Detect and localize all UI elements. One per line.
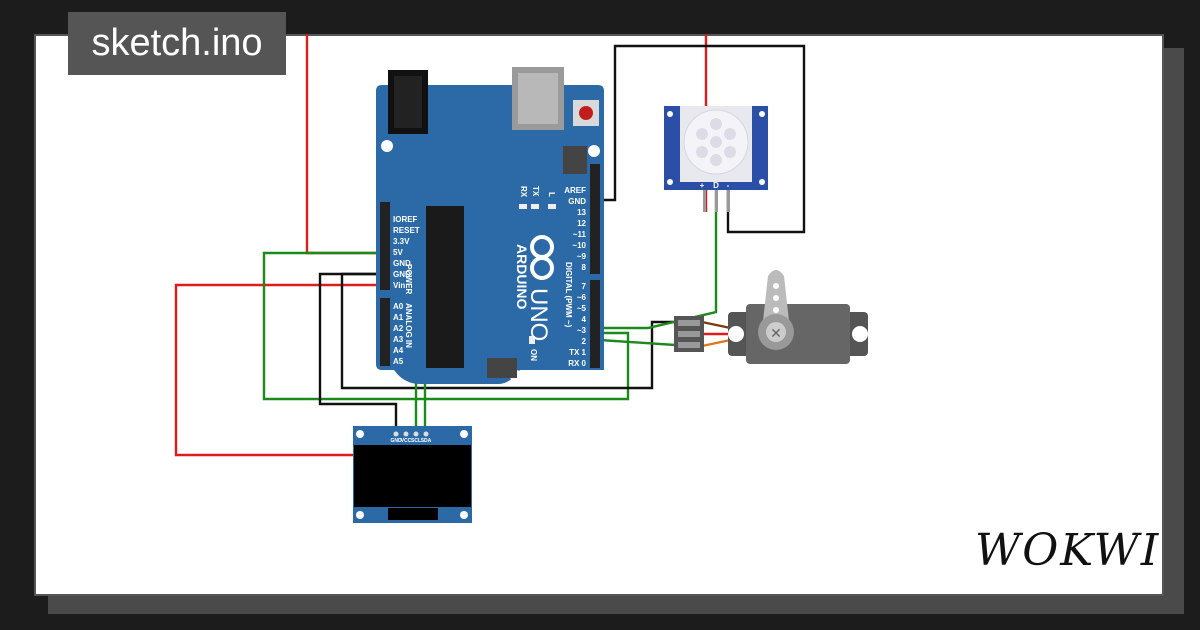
oled-pin-label: SDA: [421, 438, 432, 444]
tx-label: TX: [531, 186, 540, 197]
pin-label: 5V: [393, 248, 403, 257]
tx-led: [519, 204, 527, 209]
pin-label: 8: [582, 263, 587, 272]
pin-label: AREF: [564, 186, 586, 195]
pin-label: 4: [582, 315, 587, 324]
pin-label: ~9: [577, 252, 587, 261]
wire-green-loop[interactable]: [262, 251, 630, 401]
pin-label: IOREF: [393, 215, 418, 224]
pin-label: A5: [393, 357, 404, 366]
wire-black-pir[interactable]: [598, 44, 806, 234]
pin-label: ~5: [577, 304, 587, 313]
pin-label: 13: [577, 208, 586, 217]
digital-bottom-pin-labels: 7 ~6 ~5 4 ~3 2 TX 1 RX 0: [568, 282, 586, 368]
pin-label: RESET: [393, 226, 420, 235]
digital-header-top: [590, 164, 600, 274]
pin-label: 12: [577, 219, 586, 228]
wokwi-logo: WOKWI: [975, 525, 1161, 576]
analog-pin-labels: A0 A1 A2 A3 A4 A5: [393, 302, 404, 366]
pin-label: ~11: [573, 230, 587, 239]
oled-pin-label: GND: [390, 438, 402, 444]
screw-icon: ✕: [770, 326, 782, 342]
pin-label: ~3: [577, 326, 587, 335]
arduino-logo: [530, 235, 554, 280]
wire-black-gnd2[interactable]: [318, 272, 398, 440]
mount-hole: [381, 140, 393, 152]
arduino-uno[interactable]: ARDUINO UNO RX TX L ON POWER ANALOG IN D…: [376, 67, 604, 384]
analog-header-label: ANALOG IN: [404, 303, 413, 348]
rx-led: [531, 204, 539, 209]
atmega-chip: [426, 206, 464, 368]
analog-header: [380, 298, 390, 366]
on-label: ON: [529, 349, 538, 361]
pir-sensor[interactable]: + D -: [664, 106, 768, 212]
l-led: [548, 204, 556, 209]
pir-pin-label: -: [727, 181, 730, 190]
pin-label: GND: [393, 259, 411, 268]
mount-hole: [588, 145, 600, 157]
pin-label: A4: [393, 346, 404, 355]
lens-pattern: [696, 118, 736, 166]
pin-label: A0: [393, 302, 404, 311]
pin-label: GND: [393, 270, 411, 279]
rx-label: RX: [519, 186, 528, 198]
file-tab[interactable]: sketch.ino: [68, 12, 286, 75]
pin-label: A2: [393, 324, 404, 333]
digital-header-bottom: [590, 280, 600, 368]
icsp-header: [487, 358, 517, 378]
oled-display[interactable]: GND VCC SCL SDA: [353, 426, 472, 523]
servo-motor[interactable]: ✕: [674, 270, 868, 364]
arduino-brand-label: ARDUINO: [514, 244, 530, 309]
digital-header-label: DIGITAL (PWM ~): [564, 262, 573, 328]
power-header: [380, 202, 390, 290]
oled-pin-label: VCC: [401, 438, 412, 444]
oled-pin-label: SCL: [411, 438, 421, 444]
pin-label: A3: [393, 335, 404, 344]
pin-label: RX 0: [568, 359, 586, 368]
pir-pin-label: +: [700, 181, 705, 190]
power-header-label: POWER: [404, 264, 413, 294]
pin-label: GND: [568, 197, 586, 206]
icsp-header: [563, 146, 587, 174]
oled-screen: [354, 445, 471, 507]
pin-label: 2: [582, 337, 587, 346]
on-led: [529, 336, 535, 344]
pin-label: Vin: [393, 281, 405, 290]
pin-label: ~6: [577, 293, 587, 302]
pin-label: ~10: [572, 241, 586, 250]
pin-label: TX 1: [569, 348, 586, 357]
power-pin-labels: IOREF RESET 3.3V 5V GND GND Vin: [393, 215, 420, 290]
l-label: L: [547, 192, 556, 197]
wire-green-pir-d[interactable]: [600, 190, 718, 330]
pin-label: 3.3V: [393, 237, 410, 246]
wire-red-top[interactable]: [305, 34, 383, 255]
digital-top-pin-labels: AREF GND 13 12 ~11 ~10 ~9 8: [564, 186, 586, 272]
arduino-model-label: UNO: [525, 288, 552, 341]
pin-label: 7: [582, 282, 587, 291]
pin-label: A1: [393, 313, 404, 322]
pir-pin-label: D: [713, 181, 719, 190]
